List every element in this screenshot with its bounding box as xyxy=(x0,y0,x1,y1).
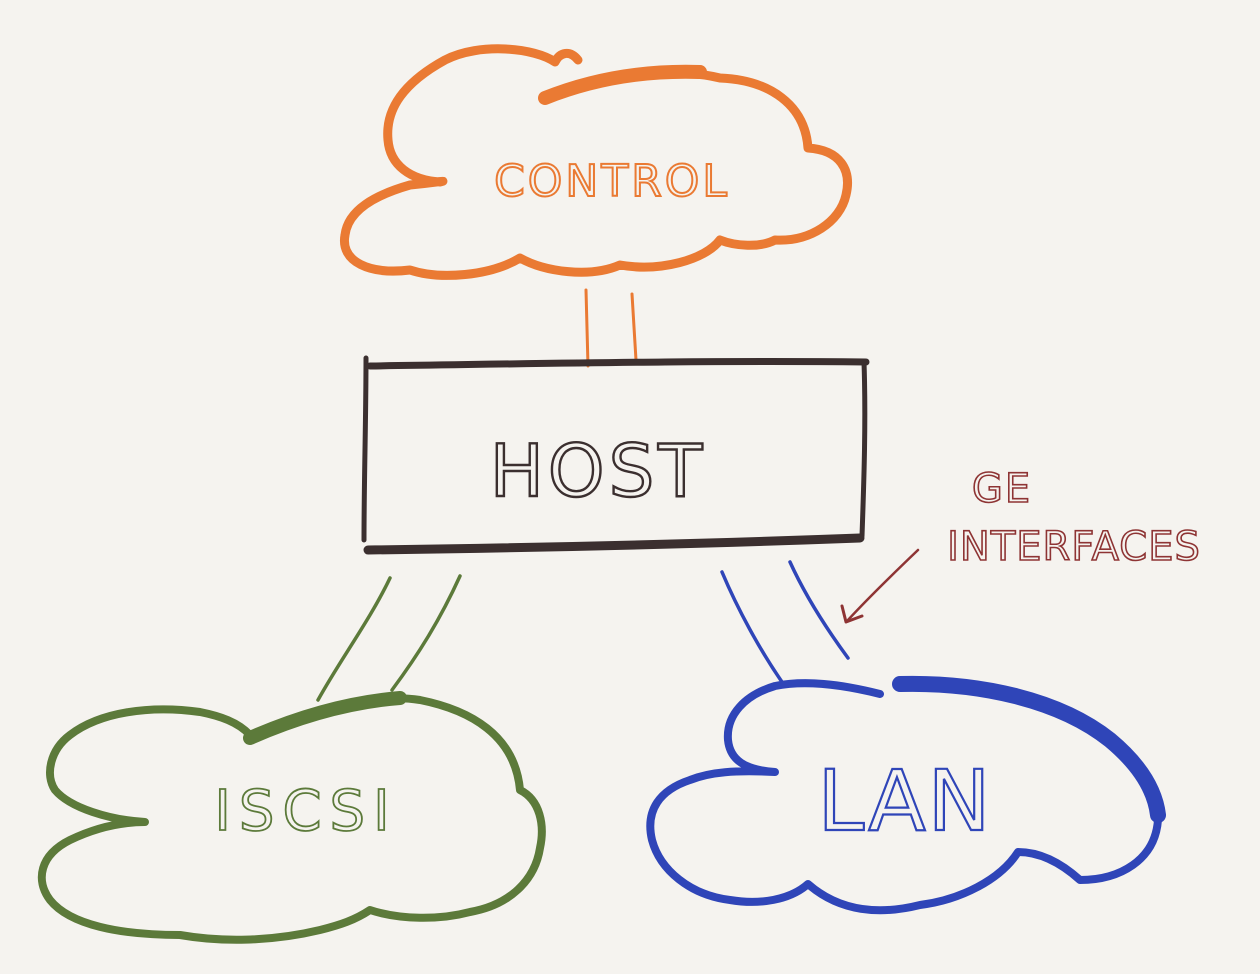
host-box-bottom xyxy=(363,533,865,555)
host-iscsi-link xyxy=(316,574,462,702)
iscsi-label: ISCSI xyxy=(214,779,397,844)
host-box: HOST xyxy=(361,355,870,555)
lan-cloud-accent xyxy=(892,675,1166,823)
host-label: HOST xyxy=(490,429,707,513)
ge-interfaces-annotation: GE INTERFACES xyxy=(840,465,1201,624)
control-label: CONTROL xyxy=(494,156,730,207)
annotation-line-2: INTERFACES xyxy=(947,524,1201,570)
host-box-top xyxy=(366,357,870,370)
lan-link-line-2 xyxy=(788,560,850,660)
iscsi-cloud-accent xyxy=(243,691,407,745)
lan-label: LAN xyxy=(817,752,992,850)
control-link-line-1 xyxy=(584,288,590,368)
lan-link-line-1 xyxy=(720,570,784,684)
control-host-link xyxy=(584,288,638,368)
iscsi-cloud: ISCSI xyxy=(37,691,546,944)
control-link-line-2 xyxy=(630,292,638,362)
iscsi-link-line-1 xyxy=(316,576,392,702)
annotation-arrow-head-icon xyxy=(840,604,864,624)
lan-cloud: LAN xyxy=(646,675,1166,915)
iscsi-link-line-2 xyxy=(390,574,462,692)
iscsi-cloud-outline xyxy=(37,694,546,944)
control-cloud: CONTROL xyxy=(339,44,852,280)
host-lan-link xyxy=(720,560,850,684)
host-box-left xyxy=(361,355,369,543)
control-cloud-outline xyxy=(339,44,852,280)
annotation-arrow xyxy=(846,548,920,622)
host-box-right xyxy=(859,359,868,539)
control-cloud-accent xyxy=(538,64,707,105)
annotation-line-1: GE xyxy=(972,466,1032,512)
